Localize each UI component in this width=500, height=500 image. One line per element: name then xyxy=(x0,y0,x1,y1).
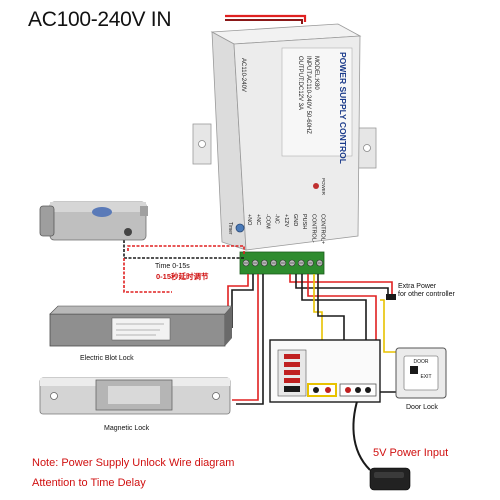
five-v-input-label: 5V Power Input xyxy=(373,447,449,459)
terminal-label: +12V xyxy=(283,214,289,227)
electric-bolt-lock-label: Electric Blot Lock xyxy=(80,355,134,362)
magnetic-lock xyxy=(39,377,231,415)
psu-side-label: AC110-240V xyxy=(240,58,246,92)
ac-input-wires xyxy=(225,14,307,24)
controller-board xyxy=(269,339,381,403)
terminal-label: +NO xyxy=(246,214,252,226)
terminal-label: +NC xyxy=(255,214,261,225)
psu-input: INPUT:AC110-240V 50-60HZ xyxy=(305,56,311,134)
time-delay-chinese-label: 0-15秒延时调节 xyxy=(156,272,209,281)
power-adapter xyxy=(369,467,411,491)
note-line-1: Note: Power Supply Unlock Wire diagram xyxy=(32,457,235,469)
terminal-label: GND xyxy=(292,214,298,226)
terminal-label: CONTROL- xyxy=(310,214,316,243)
timer-label: Timer xyxy=(227,222,233,235)
door-btn-text-2: EXIT xyxy=(420,374,431,380)
note-line-2: Attention to Time Delay xyxy=(32,477,146,489)
lock-wires xyxy=(123,238,264,405)
door-lock-label: Door Lock xyxy=(406,404,438,411)
cylinder-lock xyxy=(39,201,148,241)
extra-power-sublabel: for other controller xyxy=(398,291,455,298)
door-btn-text-1: DOOR xyxy=(414,359,429,365)
terminal-label: -NC xyxy=(274,214,280,224)
time-range-label: Time 0-15s xyxy=(155,263,190,270)
terminal-label: CONTROL+ xyxy=(320,214,326,244)
terminal-label: PUSH xyxy=(301,214,307,229)
terminal-label: -COM xyxy=(264,214,270,229)
magnetic-lock-label: Magnetic Lock xyxy=(104,425,150,432)
extra-power-label: Extra Power xyxy=(398,283,437,290)
extra-power-connector xyxy=(386,294,396,300)
power-supply-box xyxy=(192,23,377,251)
ac-input-label: AC100-240V IN xyxy=(28,8,172,31)
psu-model: MODEL:K80 xyxy=(313,56,319,90)
power-led-label: POWER xyxy=(321,178,326,196)
psu-brand: POWER SUPPLY CONTROL xyxy=(338,52,348,164)
electric-bolt-lock xyxy=(49,305,233,347)
psu-output: OUTPUT:DC12V 3A xyxy=(297,56,303,110)
terminal-block xyxy=(239,251,325,275)
door-exit-button: DOOR EXIT xyxy=(395,347,447,399)
